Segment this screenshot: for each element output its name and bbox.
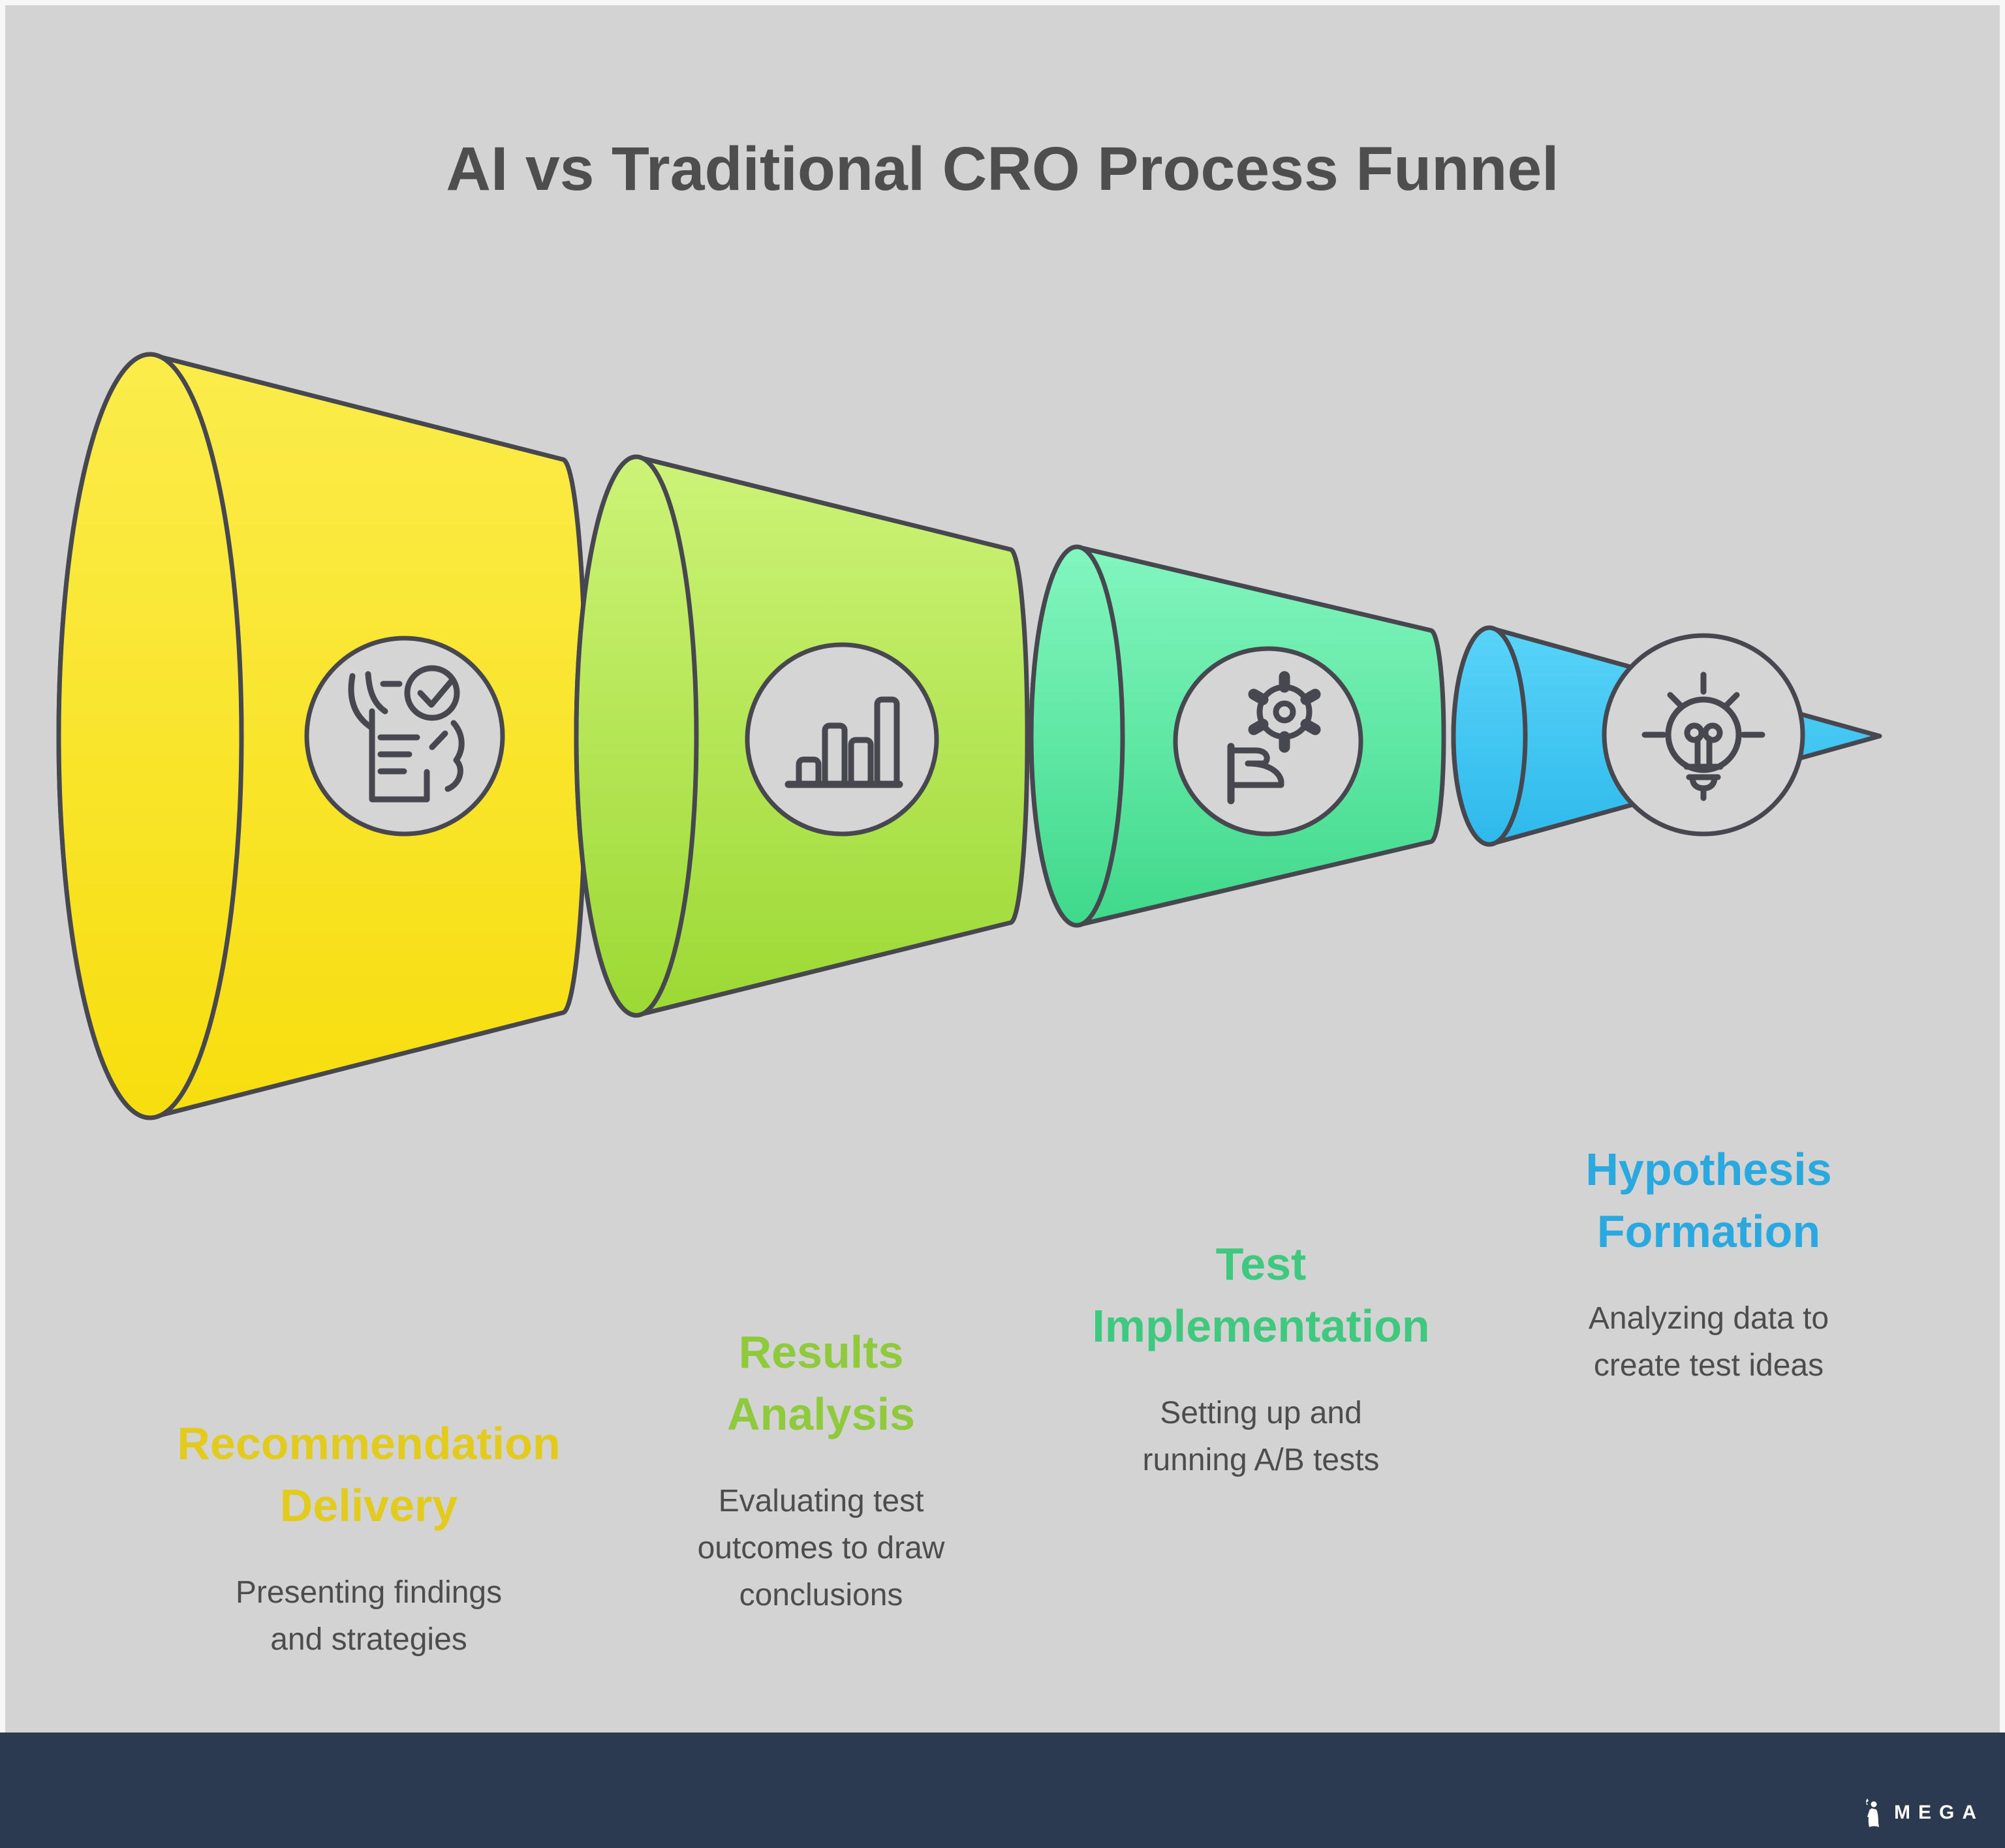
- stage-test-implementation: Test Implementation Setting up and runni…: [1026, 1233, 1496, 1484]
- stage-description-line: conclusions: [739, 1578, 903, 1612]
- stage-2-icon-badge: [745, 642, 939, 837]
- stage-description-line: Setting up and: [1160, 1396, 1362, 1430]
- diagram-title: AI vs Traditional CRO Process Funnel: [446, 134, 1559, 204]
- lightbulb-icon: [1641, 671, 1765, 801]
- stage-description-line: create test ideas: [1593, 1348, 1824, 1383]
- footer-bar: MEGA: [0, 1732, 2005, 1848]
- stage-description: Presenting findings and strategies: [114, 1569, 623, 1663]
- stage-name-line: Test: [1215, 1239, 1307, 1289]
- stage-name-line: Recommendation: [177, 1418, 561, 1469]
- stage-name-line: Hypothesis: [1585, 1144, 1832, 1195]
- stage-3-icon-badge: [1173, 646, 1363, 837]
- stage-description-line: Analyzing data to: [1588, 1301, 1829, 1336]
- stage-name-line: Analysis: [727, 1389, 915, 1440]
- stage-name: Test Implementation: [1026, 1233, 1496, 1357]
- stage-4-icon-badge: [1602, 633, 1805, 837]
- stage-description-line: outcomes to draw: [697, 1531, 945, 1565]
- stage-name-line: Delivery: [279, 1480, 458, 1531]
- stage-description-line: and strategies: [270, 1622, 467, 1657]
- stage-name-line: Results: [738, 1327, 904, 1378]
- stage-name: Hypothesis Formation: [1474, 1139, 1944, 1263]
- stage-results-analysis: Results Analysis Evaluating test outcome…: [593, 1321, 1049, 1619]
- stage-description-line: Evaluating test: [718, 1484, 924, 1518]
- stage-description-line: running A/B tests: [1142, 1443, 1380, 1477]
- bar-chart-icon: [785, 696, 903, 788]
- mega-mage-logo-icon: [1866, 1798, 1879, 1827]
- stage-name-line: Implementation: [1092, 1301, 1430, 1351]
- stage-name: Recommendation Delivery: [114, 1413, 623, 1537]
- stage-name-line: Formation: [1596, 1206, 1821, 1257]
- stage-description: Evaluating test outcomes to draw conclus…: [593, 1478, 1049, 1619]
- stage-description: Analyzing data to create test ideas: [1474, 1295, 1944, 1389]
- stage-description-line: Presenting findings: [235, 1575, 503, 1610]
- stage-description: Setting up and running A/B tests: [1026, 1390, 1496, 1484]
- stage-1-icon-badge: [304, 636, 505, 837]
- stage-hypothesis-formation: Hypothesis Formation Analyzing data to c…: [1474, 1139, 1944, 1389]
- footer-brand: MEGA: [1861, 1797, 1984, 1828]
- gear-hand-icon: [1227, 671, 1321, 805]
- report-hands-check-icon: [348, 665, 465, 803]
- footer-brand-text: MEGA: [1894, 1802, 1984, 1823]
- stage-name: Results Analysis: [593, 1321, 1049, 1445]
- stage-recommendation-delivery: Recommendation Delivery Presenting findi…: [114, 1413, 623, 1663]
